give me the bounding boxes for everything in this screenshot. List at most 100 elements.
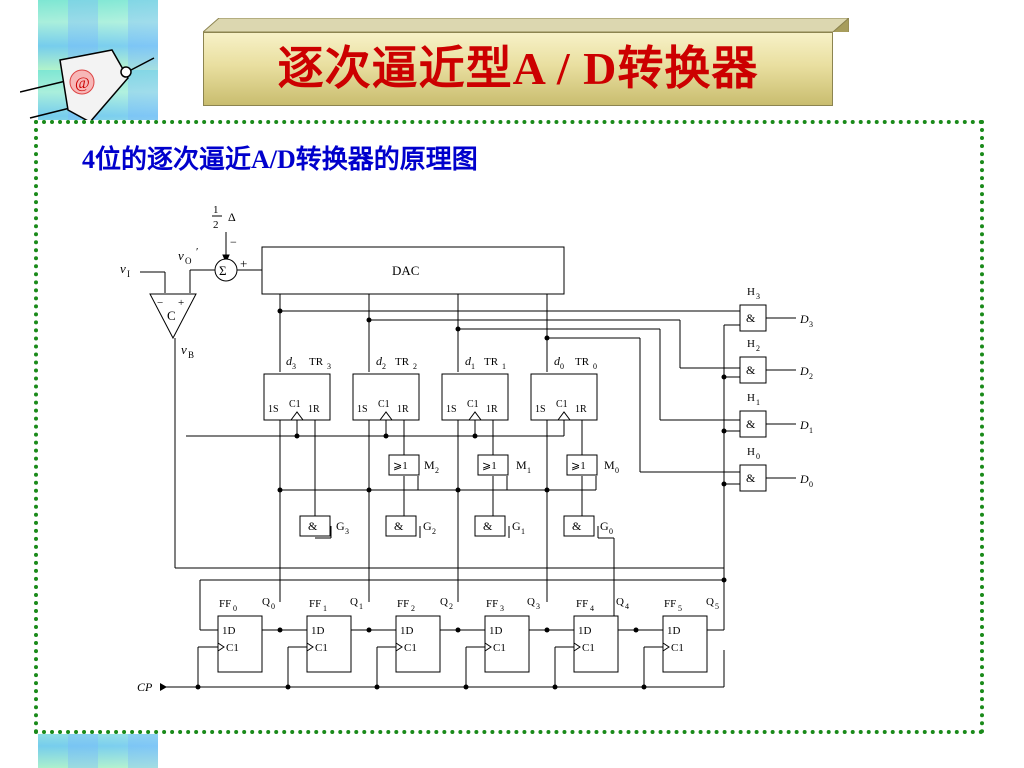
svg-text:Q: Q (706, 596, 714, 608)
svg-text:3: 3 (345, 527, 349, 536)
svg-text:C1: C1 (671, 642, 684, 654)
svg-text:3: 3 (292, 362, 296, 371)
ff-3: FF 3 Q 3 1D C1 (484, 596, 540, 673)
svg-text:Q: Q (350, 596, 358, 608)
g-gate-2: & G 2 (385, 515, 436, 537)
svg-text:0: 0 (271, 602, 275, 611)
svg-text:4: 4 (625, 602, 629, 611)
svg-text:0: 0 (593, 362, 597, 371)
svg-text:d: d (286, 354, 293, 368)
svg-text:1S: 1S (268, 404, 279, 415)
svg-text:3: 3 (809, 320, 813, 329)
dac-block (261, 246, 565, 295)
g-gate-0: & G 0 (563, 515, 613, 537)
svg-text:TR: TR (309, 356, 324, 368)
dac-label: DAC (392, 263, 419, 278)
svg-text:d: d (376, 354, 383, 368)
svg-text:C1: C1 (493, 642, 506, 654)
svg-text:C1: C1 (226, 642, 239, 654)
ff-0: FF 0 Q 0 1D C1 (217, 596, 275, 673)
svg-text:M: M (604, 458, 615, 472)
svg-text:G: G (423, 519, 432, 533)
logo-gate-icon-shape (20, 49, 155, 123)
svg-text:1R: 1R (397, 404, 409, 415)
m-gate-0: ⩾1 M 0 (566, 454, 619, 476)
svg-text:2: 2 (449, 602, 453, 611)
svg-text:M: M (516, 458, 527, 472)
svg-text:G: G (512, 519, 521, 533)
g-gate-3: & G 3 (299, 515, 349, 537)
svg-text:1: 1 (756, 398, 760, 407)
svg-text:G: G (600, 519, 609, 533)
vi-label: v (120, 261, 126, 276)
svg-text:1: 1 (359, 602, 363, 611)
half-delta-symbol: Δ (228, 210, 236, 224)
svg-text:FF: FF (486, 598, 498, 610)
svg-text:3: 3 (536, 602, 540, 611)
diagram-subtitle: 4位的逐次逼近A/D转换器的原理图 (82, 145, 478, 174)
svg-text:⩾1: ⩾1 (482, 460, 497, 472)
svg-text:2: 2 (382, 362, 386, 371)
ff-4: FF 4 Q 4 1D C1 (573, 596, 629, 673)
svg-text:3: 3 (756, 292, 760, 301)
svg-text:Q: Q (527, 596, 535, 608)
title-plate-face (203, 32, 833, 106)
svg-text:C1: C1 (582, 642, 595, 654)
svg-text:1: 1 (527, 466, 531, 475)
svg-text:5: 5 (678, 604, 682, 613)
m-gate-1: ⩾1 M 1 (477, 454, 531, 476)
svg-text:1: 1 (521, 527, 525, 536)
junction-dots (195, 308, 727, 690)
m-gate-2: ⩾1 M 2 (388, 454, 439, 476)
svg-text:&: & (394, 519, 404, 533)
svg-text:1: 1 (323, 604, 327, 613)
svg-text:FF: FF (219, 598, 231, 610)
svg-text:1D: 1D (667, 625, 681, 637)
svg-text:Q: Q (262, 596, 270, 608)
svg-text:1D: 1D (578, 625, 592, 637)
svg-text:FF: FF (309, 598, 321, 610)
svg-text:&: & (483, 519, 493, 533)
ff-5: FF 5 Q 5 1D C1 (662, 596, 719, 673)
svg-text:1: 1 (502, 362, 506, 371)
svg-text:1S: 1S (446, 404, 457, 415)
title-plate: 逐次逼近型A / D转换器 (203, 18, 849, 106)
svg-text:FF: FF (397, 598, 409, 610)
svg-text:D: D (799, 312, 809, 326)
svg-text:C1: C1 (404, 642, 417, 654)
svg-text:&: & (746, 363, 756, 377)
svg-text:TR: TR (395, 356, 410, 368)
svg-text:2: 2 (411, 604, 415, 613)
svg-text:1S: 1S (357, 404, 368, 415)
summer-minus: − (230, 235, 237, 249)
svg-text:2: 2 (413, 362, 417, 371)
svg-text:D: D (799, 418, 809, 432)
g-gate-1: & G 1 (474, 515, 525, 537)
svg-text:1R: 1R (308, 404, 320, 415)
svg-text:&: & (746, 311, 756, 325)
svg-text:1: 1 (809, 426, 813, 435)
svg-text:C1: C1 (289, 399, 301, 410)
svg-text:&: & (308, 519, 318, 533)
title-plate-bevel (203, 18, 849, 32)
svg-text:&: & (746, 417, 756, 431)
svg-text:3: 3 (327, 362, 331, 371)
svg-text:0: 0 (756, 452, 760, 461)
svg-text:M: M (424, 458, 435, 472)
svg-text:Q: Q (616, 596, 624, 608)
h-gate-2: & H 2 D 2 (739, 338, 813, 384)
svg-text:1D: 1D (489, 625, 503, 637)
svg-text:⩾1: ⩾1 (393, 460, 408, 472)
svg-text:D: D (799, 472, 809, 486)
ff-2: FF 2 Q 2 1D C1 (395, 596, 453, 673)
svg-text:H: H (747, 446, 755, 458)
tr-register-1: d 1 TR 1 1S C1 1R (441, 354, 509, 421)
svg-text:2: 2 (809, 372, 813, 381)
svg-text:G: G (336, 519, 345, 533)
svg-text:4: 4 (590, 604, 594, 613)
svg-text:C1: C1 (315, 642, 328, 654)
svg-text:C1: C1 (467, 399, 479, 410)
svg-text:TR: TR (575, 356, 590, 368)
svg-text:1D: 1D (222, 625, 236, 637)
